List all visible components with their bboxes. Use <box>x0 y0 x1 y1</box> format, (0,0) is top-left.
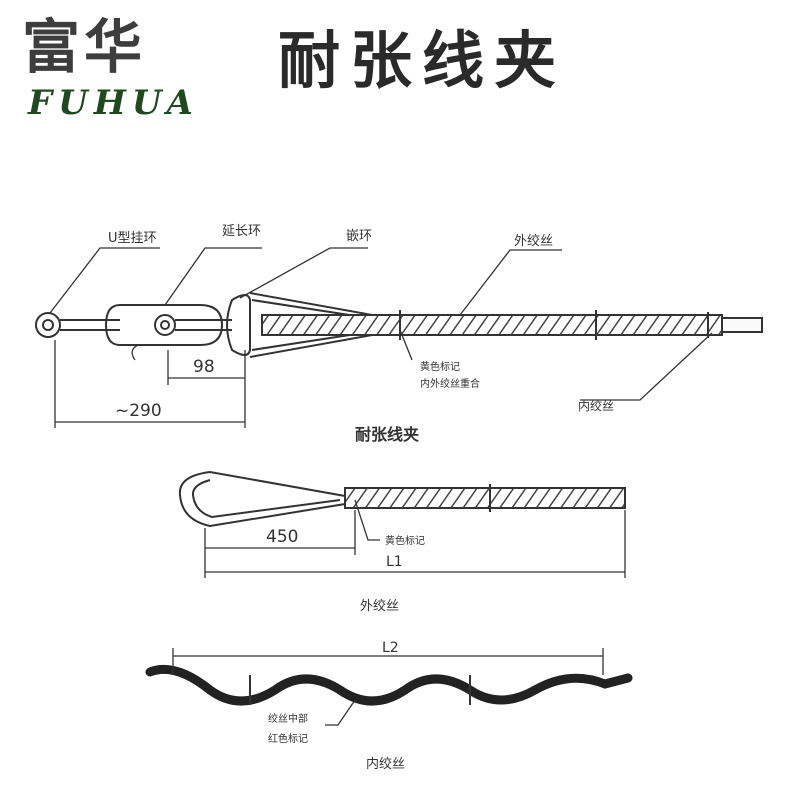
inner-strand-wave <box>145 664 633 706</box>
fig1-assembly <box>35 247 763 428</box>
outer-strand-cable <box>261 314 723 336</box>
fig2-outer-strand <box>178 470 626 578</box>
u-ring-shape <box>35 312 61 338</box>
fig2-caption: 外绞丝 <box>360 598 399 614</box>
label-fig2-mark: 黄色标记 <box>385 534 425 547</box>
dimension-l1: L1 <box>386 554 403 570</box>
label-outer-strand: 外绞丝 <box>514 233 553 249</box>
label-thimble: 嵌环 <box>346 229 372 244</box>
thimble-shape <box>226 294 251 356</box>
extension-ring-shape <box>104 304 224 346</box>
page-title: 耐张线夹 <box>278 24 567 97</box>
dimension-l2: L2 <box>382 640 399 656</box>
dimension-98: 98 <box>193 357 215 377</box>
fig3-inner-strand <box>145 648 633 726</box>
brand-logo-chinese: 富华 <box>22 13 147 81</box>
brand-logo-english: FUHUA <box>28 83 199 123</box>
outer-strand-loop <box>178 470 346 528</box>
dimension-450: 450 <box>266 527 298 547</box>
dimension-290: ~290 <box>115 401 162 421</box>
label-fig3-line2: 红色标记 <box>268 732 308 745</box>
fig3-caption: 内绞丝 <box>366 756 405 772</box>
label-fig3-line1: 绞丝中部 <box>268 712 308 725</box>
label-mark-line1: 黄色标记 <box>420 360 460 373</box>
label-mark-line2: 内外绞丝重合 <box>420 377 480 390</box>
label-extension-ring: 延长环 <box>222 224 261 239</box>
label-u-ring: U型挂环 <box>108 231 157 246</box>
fig1-caption: 耐张线夹 <box>355 425 419 444</box>
label-inner-strand: 内绞丝 <box>578 398 614 413</box>
outer-strand-body <box>344 487 626 509</box>
